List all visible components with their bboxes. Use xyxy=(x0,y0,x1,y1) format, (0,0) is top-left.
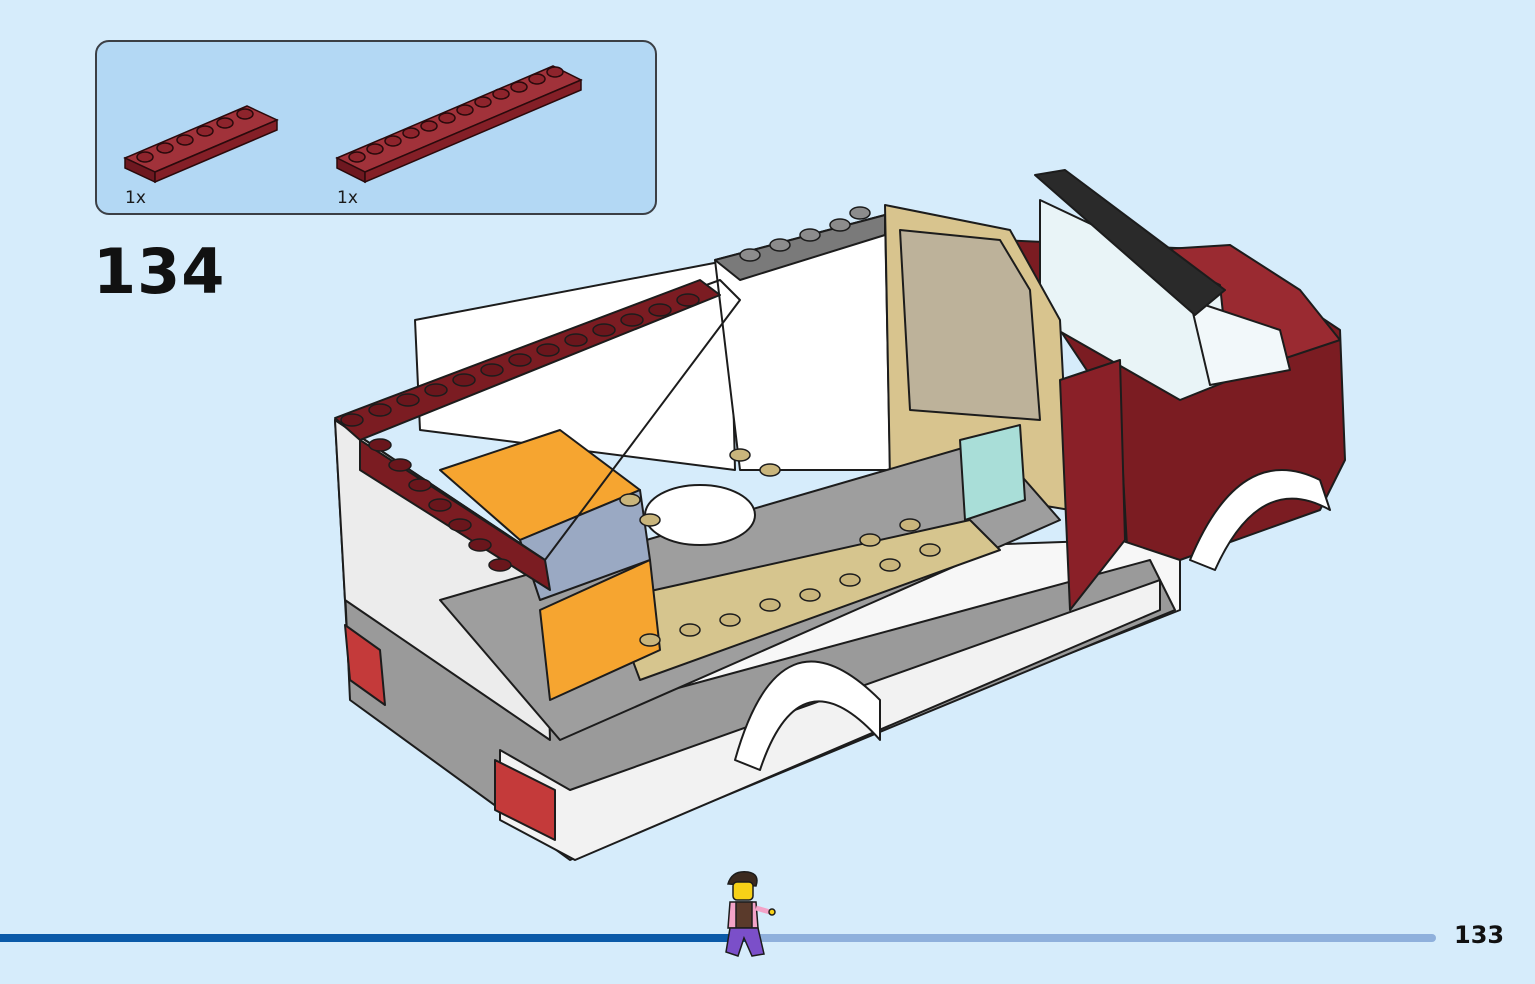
page-number: 133 xyxy=(1454,921,1505,949)
dark-red-plate-1x12-icon xyxy=(335,65,583,184)
part-quantity: 1x xyxy=(125,188,146,208)
parts-illustration xyxy=(123,65,583,184)
parts-callout: 1x 1x xyxy=(95,40,657,215)
dark-red-plate-1x6-icon xyxy=(123,105,279,184)
running-minifigure-icon xyxy=(725,871,776,957)
part-quantity: 1x xyxy=(337,188,358,208)
step-number: 134 xyxy=(93,235,226,308)
